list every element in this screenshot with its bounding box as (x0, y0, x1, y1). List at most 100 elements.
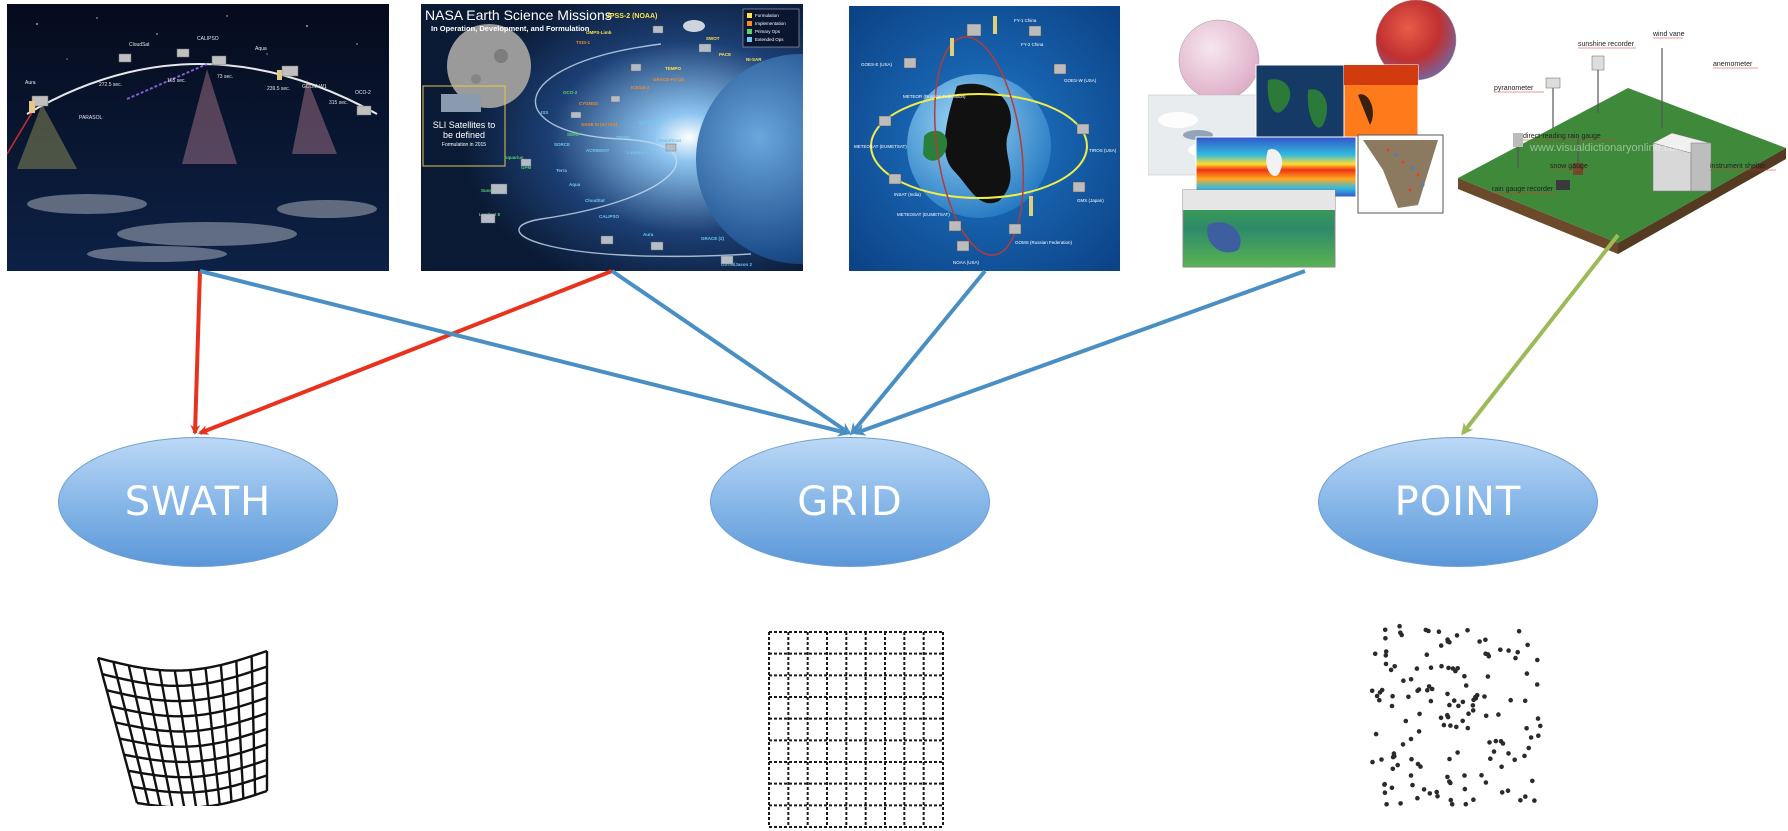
scatter-point (1477, 639, 1482, 644)
scatter-point (1424, 652, 1430, 657)
label-aqua: Aqua (255, 46, 267, 52)
scatter-point (1515, 649, 1520, 655)
mission-label: TRMM (616, 135, 630, 140)
scatter-point (1474, 692, 1480, 698)
scatter-point (1498, 647, 1503, 652)
label-calipso: CALIPSO (197, 36, 219, 42)
scatter-point (1483, 780, 1489, 785)
swath-mesh-line (142, 667, 174, 806)
arrow-network-to-grid (850, 269, 987, 436)
scatter-point (1463, 801, 1469, 807)
swath-mesh-line (106, 680, 268, 703)
scatter-point (1535, 657, 1540, 663)
label-cloudsat: CloudSat (129, 42, 150, 48)
label-sunshine-recorder: sunshine recorder (1578, 41, 1635, 48)
scatter-point (1456, 703, 1461, 709)
scatter-point (1513, 655, 1518, 661)
scatter-point (1445, 712, 1450, 718)
scatter-point (1414, 666, 1420, 671)
top-mission-label: JPSS-2 (NOAA) (606, 13, 657, 20)
scatter-point (1471, 797, 1476, 802)
mission-label: RapidScat (659, 138, 682, 143)
mission-label: ISS (541, 110, 548, 115)
label-wind-vane: wind vane (1652, 31, 1685, 38)
mission-label: OCO-2 (563, 90, 578, 95)
swath-mesh-line (97, 649, 268, 672)
scatter-point (1454, 633, 1460, 638)
scatter-point (1482, 694, 1487, 699)
scatter-point (1377, 697, 1382, 703)
scatter-point (1445, 691, 1450, 697)
label-fy-1: FY-1 China (1014, 18, 1037, 23)
scatter-point (1496, 712, 1501, 717)
mission-label: CALIPSO (599, 214, 620, 219)
swath-mesh-line (123, 743, 268, 764)
scatter-point (1445, 774, 1450, 780)
scatter-point (1373, 731, 1379, 737)
scatter-point (1372, 651, 1378, 657)
scatter-point (1410, 782, 1415, 788)
label-interval-4: 239.5 sec. (267, 86, 290, 92)
scatter-point (1382, 627, 1388, 633)
scatter-point (1401, 678, 1406, 683)
scatter-point (1523, 794, 1528, 799)
mission-label: Aura (643, 232, 654, 237)
scatter-point (1522, 698, 1528, 704)
scatter-point (1391, 751, 1397, 756)
scatter-point (1462, 673, 1467, 679)
scatter-point (1532, 798, 1537, 803)
scatter-point (1398, 801, 1403, 806)
scatter-point (1377, 690, 1383, 695)
scatter-point (1370, 759, 1375, 765)
swath-node: SWATH (58, 437, 338, 567)
mission-label: GRACE (2) (701, 236, 725, 241)
scatter-point (1447, 702, 1452, 708)
scatter-point (1524, 671, 1530, 676)
scatter-point (1465, 725, 1471, 731)
swath-mesh-line (173, 670, 198, 806)
scatter-point (1448, 797, 1454, 803)
swath-mesh-line (102, 665, 268, 687)
mission-label: Landsat 7 (627, 150, 649, 155)
swath-mesh-line (158, 669, 186, 806)
scatter-point (1374, 693, 1380, 699)
label-pyranometer: pyranometer (1494, 85, 1534, 92)
scatter-point (1406, 694, 1411, 700)
label-goms: GOMS (Russian Federation) (1015, 240, 1073, 245)
scatter-point (1426, 684, 1432, 689)
scatter-point (1460, 699, 1466, 705)
scatter-point (1389, 703, 1395, 709)
mission-label: TEMPO (665, 66, 682, 71)
missions-title: NASA Earth Science Missions (425, 7, 612, 23)
scatter-point (1506, 751, 1511, 756)
scatter-point (1499, 790, 1505, 795)
scatter-point (1403, 718, 1409, 724)
label-goes-w: GOES-W (USA) (1064, 78, 1097, 83)
scatter-point (1384, 802, 1389, 807)
mission-label: SORCE (554, 142, 570, 147)
scatter-point (1508, 697, 1513, 703)
mission-label: CYGNSS (579, 101, 598, 106)
scatter-point (1460, 718, 1465, 724)
scatter-point (1465, 628, 1470, 633)
scatter-point (1538, 723, 1543, 729)
scatter-point (1397, 623, 1402, 629)
swath-mesh-line (235, 660, 245, 799)
swath-mesh-line (115, 712, 268, 733)
mission-label: SAGE III (on ISS) (581, 122, 618, 127)
scatter-point (1485, 674, 1491, 679)
gridded-maps-collage (1148, 0, 1458, 272)
mission-label: Aquarius (504, 155, 524, 160)
mission-label: GPM (521, 165, 532, 170)
scatter-point (1382, 782, 1387, 787)
legend-primary-ops: Primary Ops (755, 29, 781, 34)
sli-text-line-1: SLI Satellites to (433, 120, 496, 130)
a-train-constellation-image: Aura CloudSat CALIPSO Aqua GCOM-W1 OCO-2… (7, 4, 389, 271)
scatter-point (1447, 756, 1452, 762)
label-interval-5: 315 sec. (329, 100, 348, 106)
scatter-point (1466, 711, 1471, 716)
label-parasol: PARASOL (79, 115, 102, 121)
label-interval-3: 73 sec. (217, 74, 233, 80)
scatter-point (1390, 693, 1395, 699)
swath-mesh-line (112, 661, 150, 805)
